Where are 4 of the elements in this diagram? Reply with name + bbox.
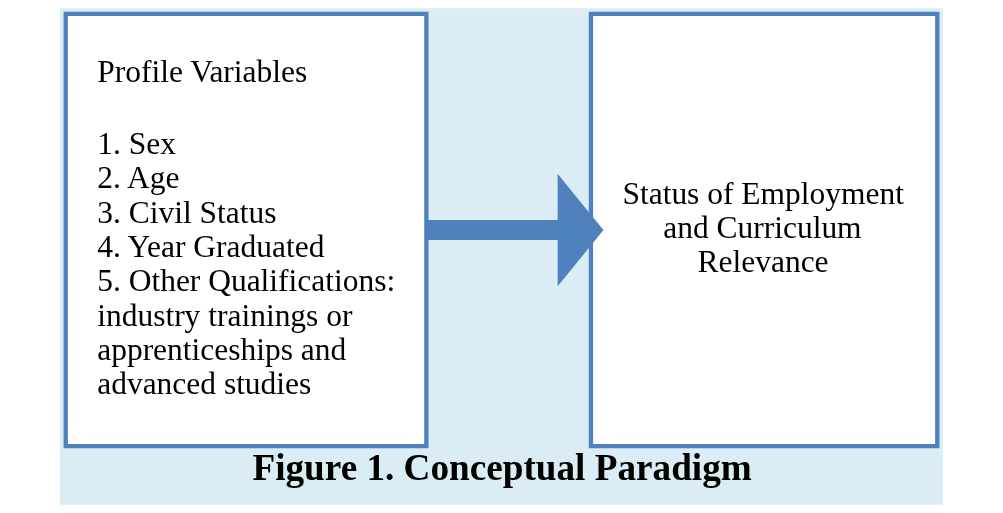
caption: Figure 1. Conceptual Paradigm <box>252 447 752 489</box>
node-box: Profile Variables 1. Sex 2. Age 3. Civil Status 4. Year Graduated 5. Other Qualifications: industry trainings or apprenticeships and advanced studies <box>63 11 429 449</box>
node-box: Status of Employment and Curriculum Relevance <box>588 11 940 449</box>
arrow <box>426 173 604 287</box>
